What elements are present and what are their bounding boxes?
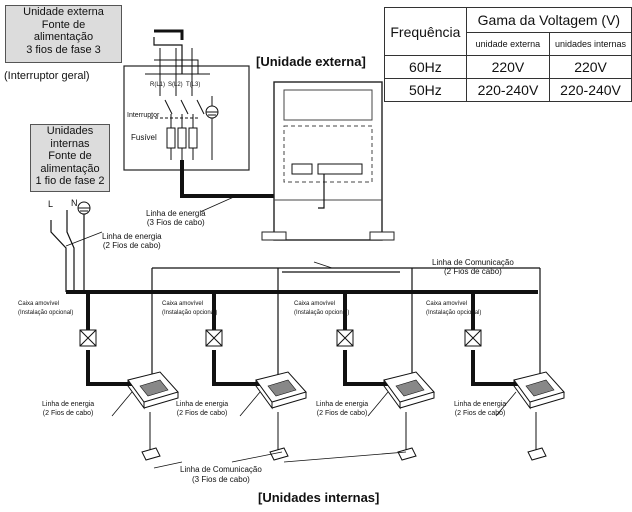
- power3-b: (3 Fios de cabo): [146, 218, 205, 227]
- comm2-a: Linha de Comunicação: [432, 258, 514, 267]
- box-caption-1: Caixa amovível (Instalação opcional): [18, 300, 73, 318]
- comm-line-2wire-label: Linha de Comunicação (2 Fios de cabo): [432, 258, 514, 276]
- terminal-block: [317, 163, 363, 175]
- indoor-supply-line4: alimentação: [40, 162, 100, 175]
- terminal-l: L: [48, 199, 54, 209]
- up3-b: (2 Fios de cabo): [316, 410, 368, 417]
- up1-a: Linha de energia: [42, 401, 95, 408]
- row1-indoor: 220V: [549, 55, 632, 79]
- main-switch-caption: (Interruptor geral): [4, 70, 90, 82]
- terminal-n: N: [71, 198, 78, 208]
- col-frequency: Frequência: [384, 7, 467, 56]
- unit-power-label-1: Linha de energia (2 Fios de cabo): [42, 400, 94, 418]
- power3-a: Linha de energia: [146, 209, 206, 218]
- comm2-b: (2 Fios de cabo): [444, 267, 502, 276]
- remote-controller-icon: [527, 447, 547, 461]
- unit-power-label-4: Linha de energia (2 Fios de cabo): [454, 400, 506, 418]
- col-voltage-range: Gama da Voltagem (V): [465, 7, 632, 33]
- indoor-cassette-unit: [127, 371, 179, 410]
- row1-outdoor: 220V: [465, 55, 551, 79]
- removable-box: [336, 329, 354, 347]
- box2-a: Caixa amovível: [162, 301, 204, 307]
- row1-freq: 60Hz: [384, 55, 467, 79]
- sub-indoor: unidades internas: [549, 32, 632, 56]
- voltage-table: Frequência Gama da Voltagem (V) unidade …: [384, 7, 632, 102]
- comm-line-3wire-label: Linha de Comunicação (3 Fios de cabo): [180, 465, 262, 485]
- power2-a: Linha de energia: [102, 232, 162, 241]
- up4-b: (2 Fios de cabo): [454, 410, 506, 417]
- outdoor-unit-title: [Unidade externa]: [256, 54, 366, 69]
- terminal-block: [291, 163, 313, 175]
- sub-outdoor: unidade externa: [465, 32, 551, 56]
- box-caption-4: Caixa amovível (Instalação opcional): [426, 300, 481, 318]
- outdoor-supply-line3: alimentação: [33, 31, 94, 43]
- removable-box: [205, 329, 223, 347]
- box3-b: (Instalação opcional): [294, 310, 350, 316]
- power-line-2wire-label: Linha de energia (2 Fios de cabo): [102, 232, 162, 250]
- remote-controller-icon: [269, 447, 289, 461]
- up4-a: Linha de energia: [454, 401, 507, 408]
- up1-b: (2 Fios de cabo): [42, 410, 94, 417]
- indoor-cassette-unit: [513, 371, 565, 410]
- row2-outdoor: 220-240V: [465, 78, 551, 102]
- indoor-supply-line3: Fonte de: [48, 150, 92, 162]
- unit-power-label-2: Linha de energia (2 Fios de cabo): [176, 400, 228, 418]
- power-line-3wire-label: Linha de energia (3 Fios de cabo): [146, 209, 206, 227]
- row2-freq: 50Hz: [384, 78, 467, 102]
- comm3-a: Linha de Comunicação: [180, 465, 262, 474]
- terminal-r: R(L1): [150, 82, 166, 88]
- fuse-icon: [177, 127, 187, 149]
- comm3-b: (3 Fios de cabo): [192, 475, 250, 484]
- remote-controller-icon: [397, 447, 417, 461]
- box-caption-2: Caixa amovível (Instalação opcional): [162, 300, 217, 318]
- indoor-power-supply-label: Unidades internas Fonte de alimentação 1…: [30, 124, 110, 192]
- box1-b: (Instalação opcional): [18, 310, 74, 316]
- unit-power-label-3: Linha de energia (2 Fios de cabo): [316, 400, 368, 418]
- box1-a: Caixa amovível: [18, 301, 60, 307]
- indoor-supply-line1: Unidades: [46, 125, 94, 137]
- fuse-label: Fusível: [131, 133, 157, 142]
- up3-a: Linha de energia: [316, 401, 369, 408]
- outdoor-supply-line4: 3 fios de fase 3: [26, 43, 101, 56]
- box-caption-3: Caixa amovível (Instalação opcional): [294, 300, 349, 318]
- fuse-icon: [188, 127, 198, 149]
- box4-a: Caixa amovível: [426, 301, 468, 307]
- outdoor-supply-line1: Unidade externa: [23, 6, 104, 18]
- row2-indoor: 220-240V: [549, 78, 632, 102]
- outdoor-supply-line2: Fonte de: [41, 18, 86, 31]
- outdoor-power-supply-label: Unidade externa Fonte de alimentação 3 f…: [5, 5, 122, 63]
- power2-b: (2 Fios de cabo): [102, 241, 161, 250]
- box3-a: Caixa amovível: [294, 301, 336, 307]
- box2-b: (Instalação opcional): [162, 310, 218, 316]
- up2-b: (2 Fios de cabo): [176, 410, 228, 417]
- indoor-supply-line2: internas: [50, 137, 90, 150]
- indoor-cassette-unit: [255, 371, 307, 410]
- indoor-units-title: [Unidades internas]: [258, 490, 380, 505]
- remote-controller-icon: [141, 447, 161, 461]
- indoor-cassette-unit: [383, 371, 435, 410]
- fuse-icon: [166, 127, 176, 149]
- indoor-supply-line5: 1 fio de fase 2: [35, 175, 105, 187]
- removable-box: [79, 329, 97, 347]
- switch-label: Interruptor: [127, 112, 160, 119]
- box4-b: (Instalação opcional): [426, 310, 482, 316]
- terminal-t: T(L3): [186, 82, 201, 88]
- terminal-s: S(L2): [168, 82, 183, 88]
- removable-box: [464, 329, 482, 347]
- up2-a: Linha de energia: [176, 401, 229, 408]
